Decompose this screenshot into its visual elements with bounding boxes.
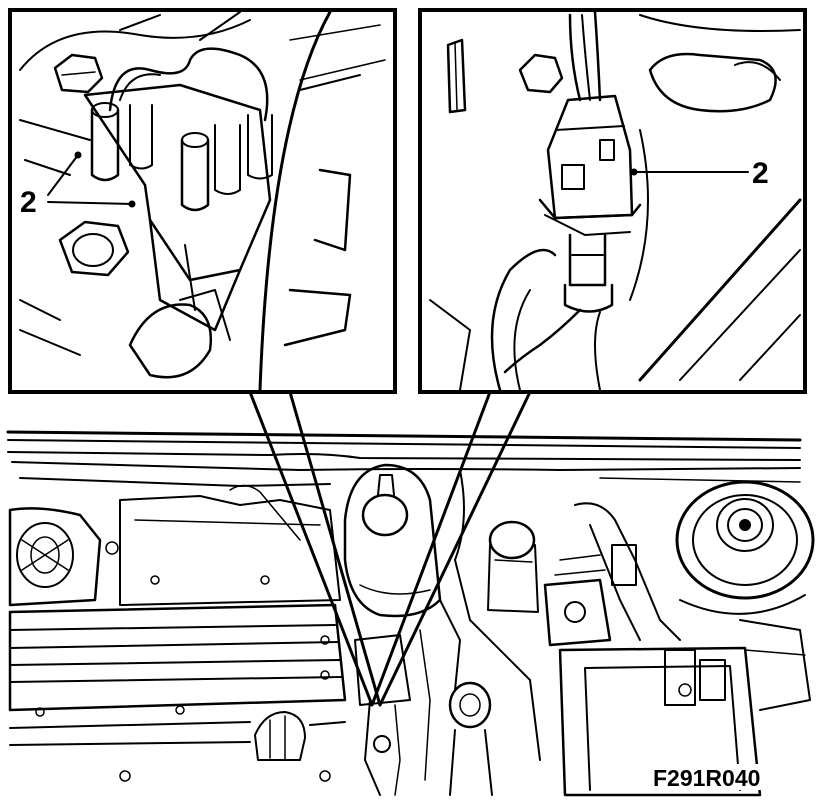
right-callout-label: 2	[752, 157, 769, 190]
relay-cluster	[543, 502, 681, 647]
sensor-location	[354, 629, 431, 796]
strut-tower	[675, 480, 815, 615]
figure-code: F291R040	[653, 765, 760, 791]
rocker-cover	[8, 603, 347, 717]
right-detail-inset: 2	[418, 8, 807, 394]
left-headlight	[8, 507, 119, 607]
engine-bay-overview	[6, 430, 815, 797]
battery-box	[558, 646, 762, 797]
callout-leader-lines	[248, 390, 532, 707]
left-callout-label: 2	[20, 186, 37, 219]
brake-reservoir	[487, 520, 539, 613]
left-detail-inset: 2	[8, 8, 397, 394]
expansion-tank	[343, 463, 442, 618]
connector-housing	[503, 94, 642, 390]
